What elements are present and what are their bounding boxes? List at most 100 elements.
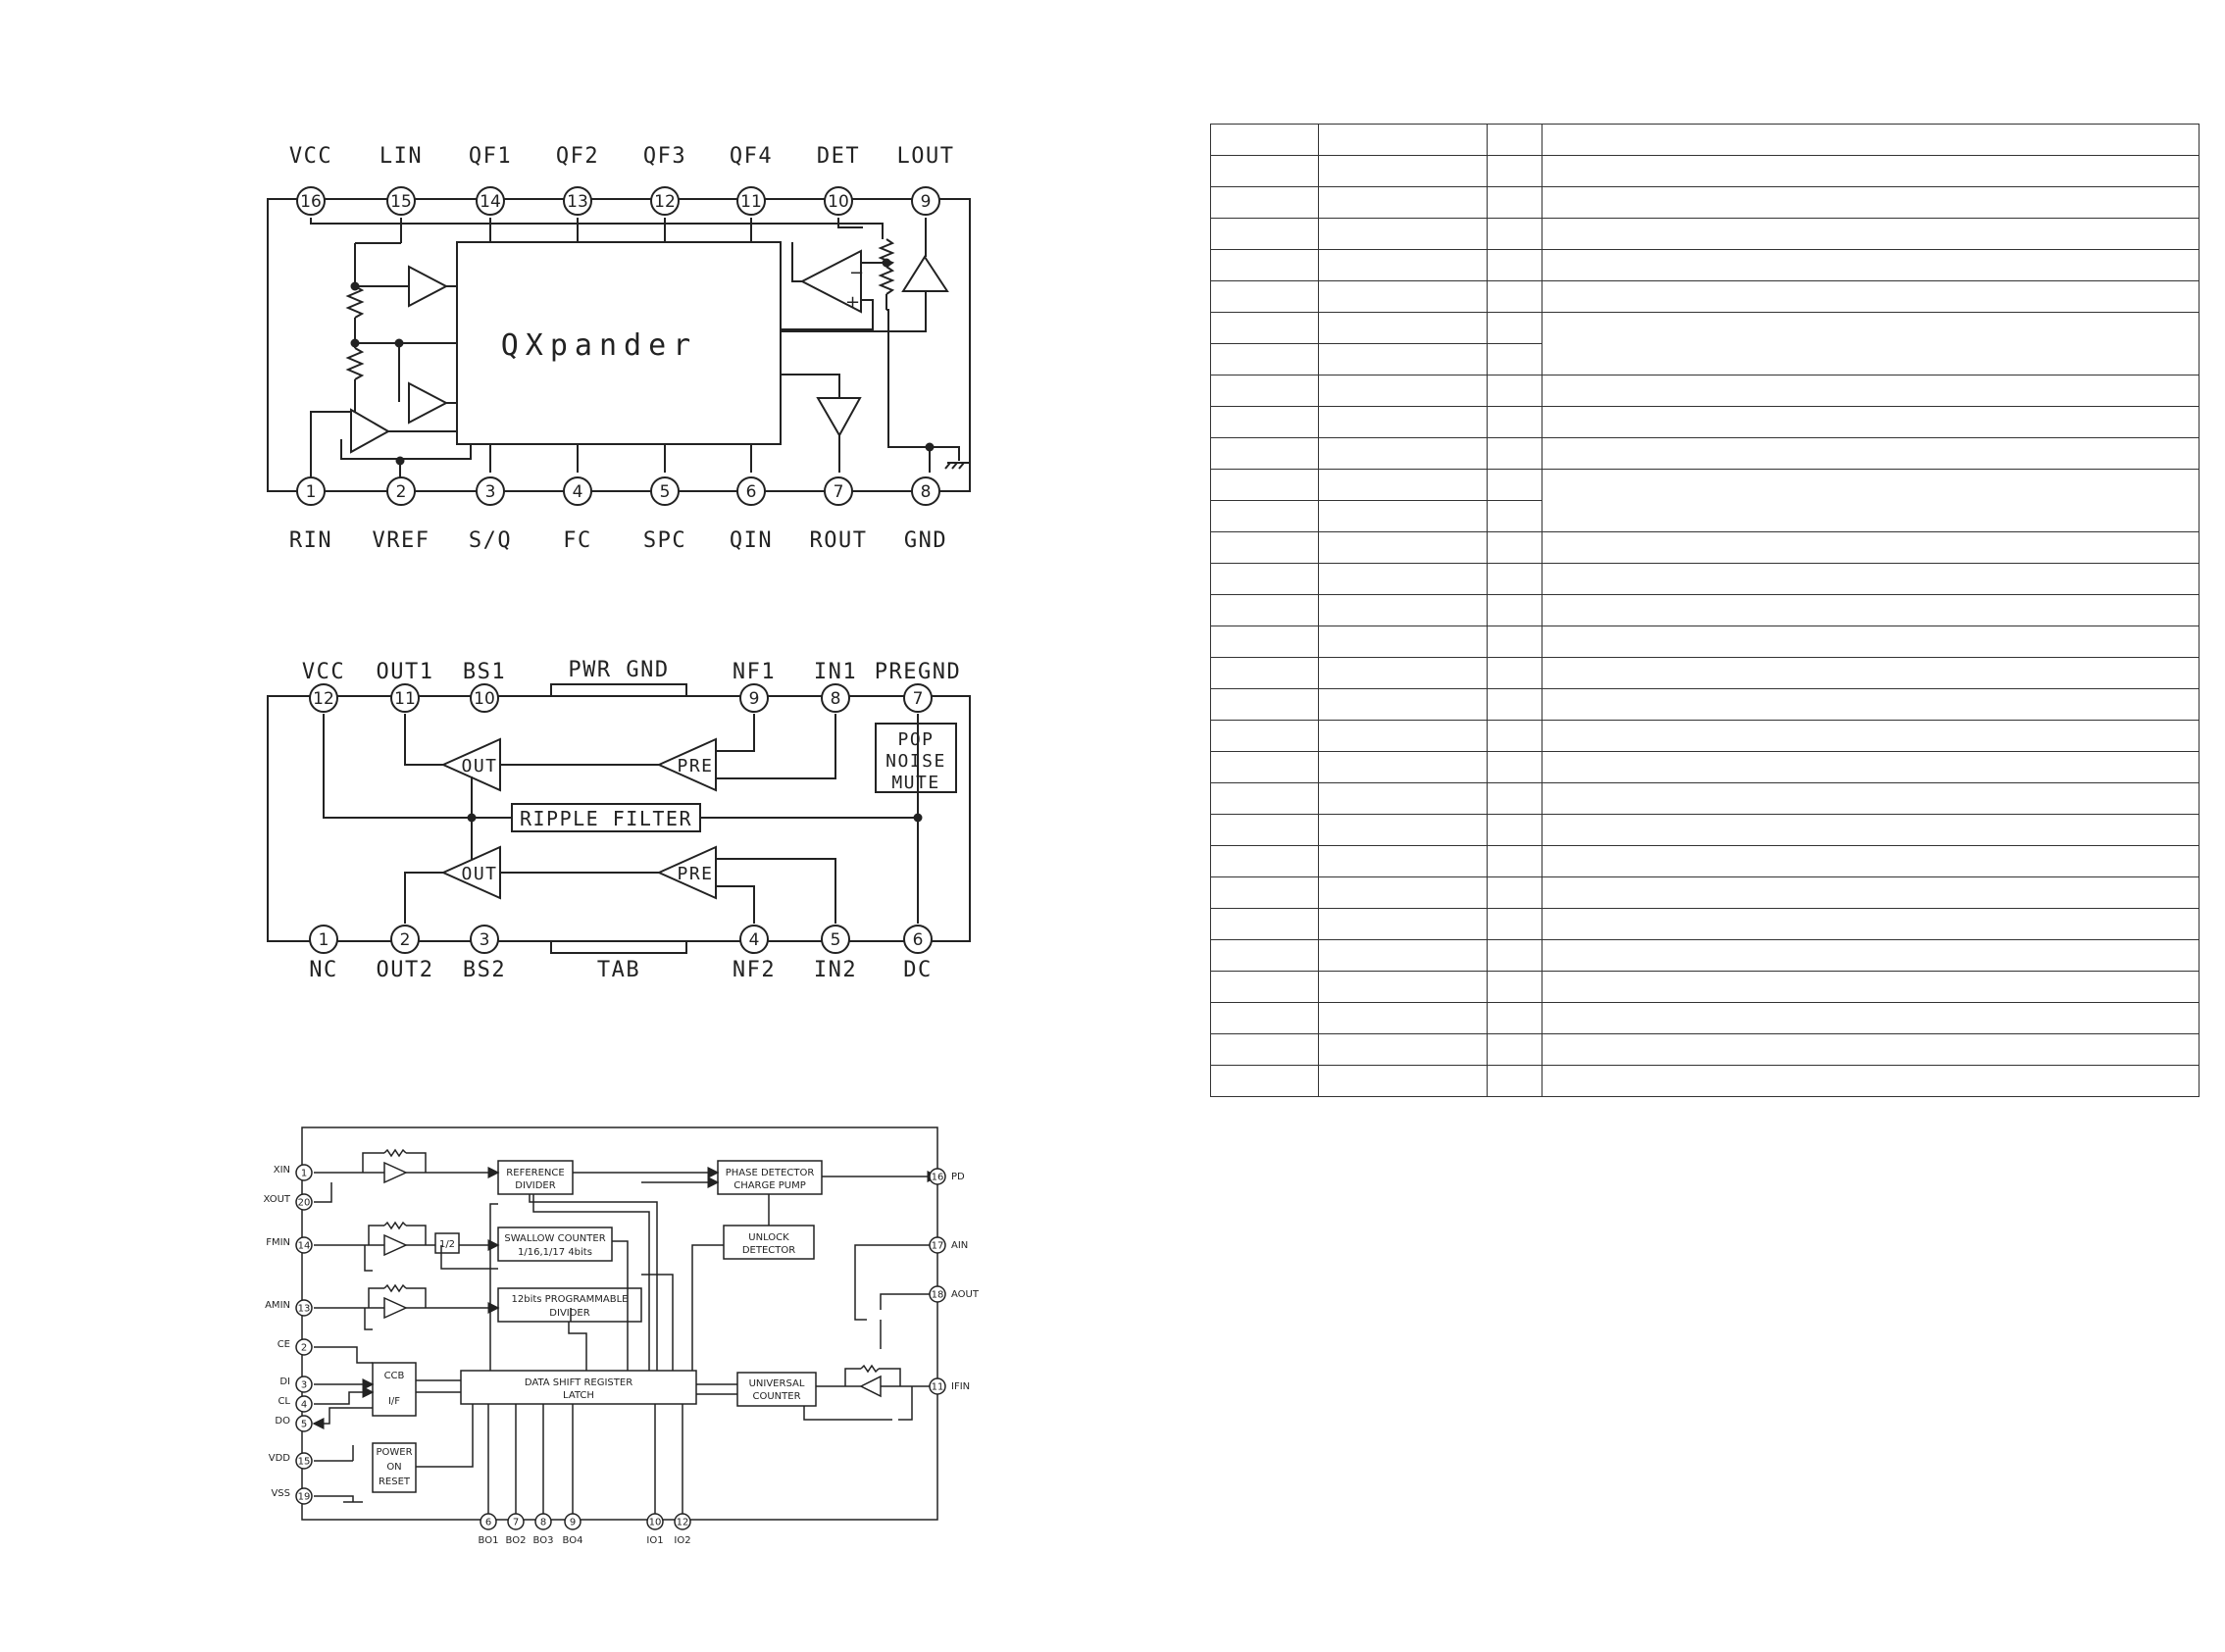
ic2-power-amp-diagram <box>267 683 971 954</box>
table-cell <box>1318 186 1488 219</box>
pin-circle <box>309 683 338 713</box>
pin-description-table <box>1210 124 2200 1097</box>
table-cell <box>1210 594 1319 626</box>
pre-amp-lower-label: PRE <box>677 864 713 884</box>
table-cell <box>1318 312 1488 344</box>
pin-name: VCC <box>302 660 345 684</box>
pin-number: 17 <box>932 1241 944 1252</box>
table-cell <box>1210 688 1319 721</box>
table-cell <box>1210 249 1319 281</box>
table-cell <box>1318 155 1488 187</box>
prog-divider-label-1: 12bits PROGRAMMABLE <box>512 1294 629 1305</box>
table-cell <box>1487 124 1542 156</box>
pin-number: 3 <box>480 930 490 950</box>
table-cell <box>1487 845 1542 877</box>
universal-counter-label-1: UNIVERSAL <box>749 1378 805 1389</box>
table-row <box>1210 720 2200 752</box>
pin-number: 7 <box>834 482 844 502</box>
table-cell <box>1210 814 1319 846</box>
pin-circle <box>296 186 326 216</box>
pin-number: 4 <box>749 930 760 950</box>
pin-name: IO2 <box>674 1535 690 1546</box>
ic3-left-pin-3: 3DI <box>279 1376 313 1393</box>
table-cell <box>1318 782 1488 815</box>
pin-circle <box>650 186 680 216</box>
pin-circle <box>295 1193 313 1211</box>
pin-name: ROUT <box>810 528 868 553</box>
table-cell <box>1318 531 1488 564</box>
pin-name: CL <box>278 1396 290 1407</box>
ic3-pll-diagram <box>301 1126 939 1521</box>
por-label-3: RESET <box>379 1477 411 1487</box>
table-cell <box>1210 312 1319 344</box>
power-on-reset-block <box>372 1442 417 1493</box>
pin-circle <box>309 925 338 954</box>
pin-name: CE <box>278 1339 290 1350</box>
pin-number: 6 <box>485 1518 491 1528</box>
pre-amp-lower <box>656 845 717 900</box>
pin-circle <box>911 476 940 506</box>
pin-circle <box>929 1285 946 1303</box>
table-cell <box>1487 218 1542 250</box>
table-cell <box>1318 375 1488 407</box>
ic3-left-pin-5: 5DO <box>275 1415 313 1432</box>
pin-name: IN2 <box>814 958 857 982</box>
pin-circle <box>295 1487 313 1505</box>
pin-number: 11 <box>740 192 762 212</box>
pin-name: PREGND <box>875 660 961 684</box>
table-row <box>1210 751 2200 783</box>
pin-name: QF3 <box>643 144 686 169</box>
pin-number: 19 <box>298 1492 311 1503</box>
ccb-label-2: I/F <box>388 1396 400 1407</box>
ref-divider-label-2: DIVIDER <box>515 1180 555 1191</box>
pin-name: GND <box>904 528 947 553</box>
table-cell <box>1318 751 1488 783</box>
block-diagrams: 16VCC15LIN14QF113QF212QF311QF410DET9LOUT… <box>263 144 980 1546</box>
pin-name: AMIN <box>265 1300 290 1311</box>
table-cell <box>1487 469 1542 501</box>
mute-label: MUTE <box>891 773 939 793</box>
pin-circle <box>903 683 933 713</box>
pin-circle <box>296 476 326 506</box>
pin-circle <box>674 1513 691 1530</box>
pin-name: AOUT <box>951 1289 980 1300</box>
table-cell <box>1210 845 1319 877</box>
pin-circle <box>476 186 505 216</box>
table-row <box>1210 531 2200 564</box>
pin-number: 1 <box>301 1169 307 1179</box>
table-cell <box>1318 939 1488 972</box>
pin-number: 4 <box>301 1400 307 1411</box>
table-cell <box>1210 657 1319 689</box>
pin-name: FC <box>563 528 592 553</box>
table-cell <box>1210 939 1319 972</box>
table-cell <box>1210 626 1319 658</box>
table-cell <box>1210 124 1319 156</box>
table-row <box>1210 782 2200 815</box>
div2-block <box>434 1232 460 1254</box>
pin-circle <box>480 1513 497 1530</box>
table-cell <box>1542 876 2200 909</box>
phase-detector-label-1: PHASE DETECTOR <box>726 1168 815 1178</box>
table-cell <box>1210 908 1319 940</box>
table-row <box>1210 249 2200 281</box>
table-cell <box>1542 218 2200 250</box>
table-cell <box>1487 908 1542 940</box>
table-cell <box>1318 437 1488 470</box>
det-opamp <box>799 249 862 314</box>
pin-name: IN1 <box>814 660 857 684</box>
table-cell <box>1318 876 1488 909</box>
table-cell <box>1487 500 1542 532</box>
pin-name: VDD <box>269 1453 291 1464</box>
pin-name: LIN <box>379 144 423 169</box>
table-row <box>1210 626 2200 658</box>
table-cell <box>1487 155 1542 187</box>
pin-circle <box>295 1236 313 1254</box>
